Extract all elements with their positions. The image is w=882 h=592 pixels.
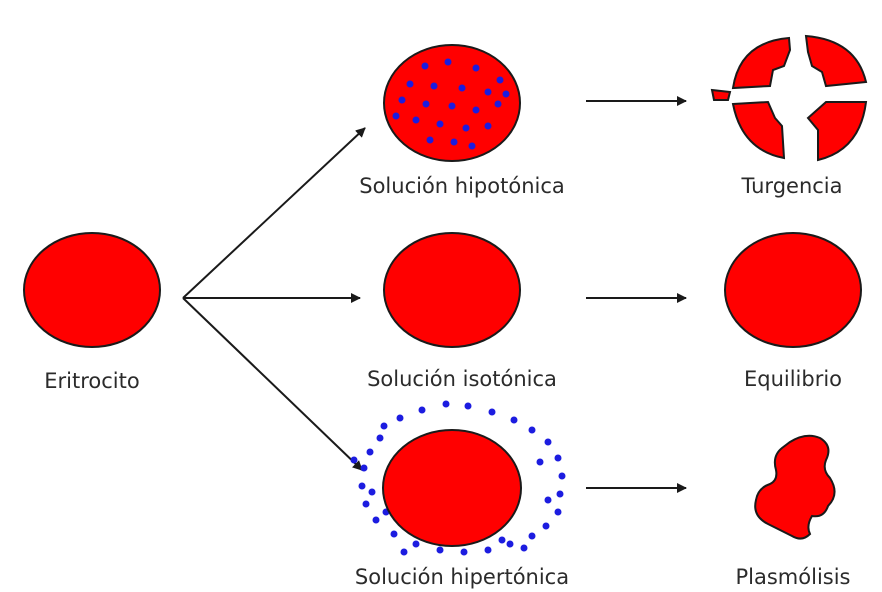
solute-particle bbox=[528, 426, 536, 434]
solute-particle bbox=[502, 90, 510, 98]
solute-particle bbox=[362, 500, 370, 508]
solute-particle bbox=[358, 482, 366, 490]
label-solucion-hipotonica: Solución hipotónica bbox=[359, 174, 565, 198]
label-plasmolisis: Plasmólisis bbox=[736, 565, 851, 589]
isotonic-cell bbox=[383, 232, 521, 348]
label-eritrocito: Eritrocito bbox=[44, 369, 139, 393]
solute-particle bbox=[442, 400, 450, 408]
hypertonic-cell bbox=[382, 429, 522, 547]
solute-particle bbox=[460, 548, 468, 556]
solute-particle bbox=[380, 422, 388, 430]
solute-particle bbox=[450, 138, 458, 146]
solute-particle bbox=[350, 456, 358, 464]
solute-particle bbox=[464, 402, 472, 410]
solute-particle bbox=[484, 88, 492, 96]
solute-particle bbox=[484, 122, 492, 130]
label-solucion-hipertonica: Solución hipertónica bbox=[355, 565, 569, 589]
solute-particle bbox=[412, 540, 420, 548]
solute-particle bbox=[390, 530, 398, 538]
solute-particle bbox=[398, 96, 406, 104]
solute-particle bbox=[412, 116, 420, 124]
label-solucion-isotonica: Solución isotónica bbox=[367, 367, 557, 391]
solute-particle bbox=[520, 544, 528, 552]
solute-particle bbox=[396, 414, 404, 422]
solute-particle bbox=[556, 490, 564, 498]
solute-particle bbox=[496, 76, 504, 84]
solute-particle bbox=[430, 82, 438, 90]
solute-particle bbox=[372, 516, 380, 524]
solute-particle bbox=[468, 142, 476, 150]
solute-particle bbox=[544, 438, 552, 446]
solute-particle bbox=[472, 64, 480, 72]
arrow-to-hypertonic bbox=[182, 297, 363, 471]
solute-particle bbox=[544, 496, 552, 504]
solute-particle bbox=[444, 58, 452, 66]
solute-particle bbox=[376, 434, 384, 442]
solute-particle bbox=[436, 120, 444, 128]
equilibrium-cell bbox=[724, 232, 862, 348]
arrow-to-hypotonic bbox=[182, 127, 366, 299]
label-turgencia: Turgencia bbox=[740, 174, 842, 198]
shrunken-cell bbox=[754, 434, 836, 540]
erythrocyte-cell bbox=[23, 232, 161, 348]
solute-particles-inside bbox=[392, 58, 510, 150]
solute-particle bbox=[536, 458, 544, 466]
solute-particle bbox=[488, 408, 496, 416]
solute-particle bbox=[528, 532, 536, 540]
solute-particle bbox=[510, 416, 518, 424]
solute-particle bbox=[426, 136, 434, 144]
solute-particle bbox=[554, 508, 562, 516]
solute-particle bbox=[406, 80, 414, 88]
solute-particle bbox=[472, 106, 480, 114]
solute-particle bbox=[366, 448, 374, 456]
solute-particle bbox=[506, 540, 514, 548]
solute-particle bbox=[418, 406, 426, 414]
solute-particle bbox=[554, 454, 562, 462]
solute-particle bbox=[360, 464, 368, 472]
solute-particle bbox=[458, 84, 466, 92]
solute-particle bbox=[421, 62, 429, 70]
solute-particles-outside bbox=[350, 400, 566, 556]
burst-cell bbox=[710, 34, 868, 162]
label-equilibrio: Equilibrio bbox=[744, 367, 842, 391]
solute-particle bbox=[392, 112, 400, 120]
solute-particle bbox=[494, 100, 502, 108]
solute-particle bbox=[484, 546, 492, 554]
solute-particle bbox=[498, 536, 506, 544]
solute-particle bbox=[542, 522, 550, 530]
solute-particle bbox=[368, 488, 376, 496]
solute-particle bbox=[448, 102, 456, 110]
solute-particle bbox=[422, 100, 430, 108]
solute-particle bbox=[436, 546, 444, 554]
solute-particle bbox=[400, 548, 408, 556]
solute-particle bbox=[462, 124, 470, 132]
solute-particle bbox=[558, 472, 566, 480]
